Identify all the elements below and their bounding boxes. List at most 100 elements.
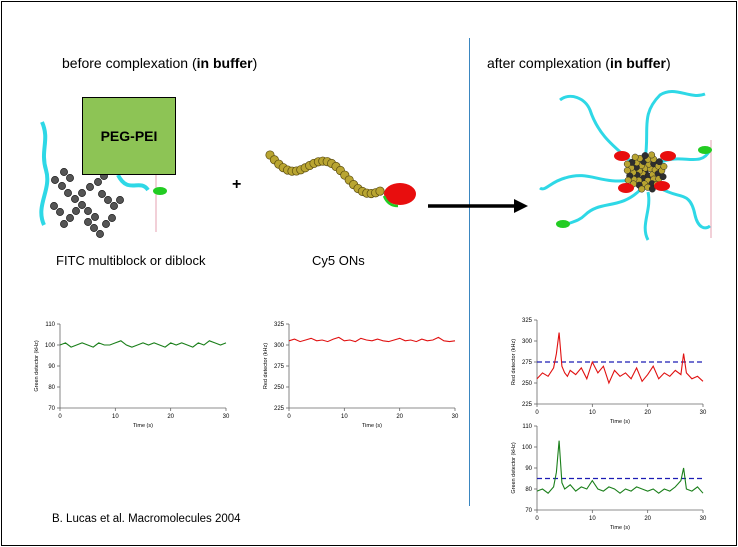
core-bead xyxy=(631,153,639,161)
pei-bead xyxy=(66,174,74,182)
x-axis-label: Time (s) xyxy=(610,419,630,425)
complex-cy5-3 xyxy=(618,183,634,193)
x-tick-label: 10 xyxy=(112,414,119,420)
core-bead xyxy=(660,163,668,170)
x-tick-label: 0 xyxy=(287,414,291,420)
pei-bead xyxy=(94,178,102,186)
y-tick-label: 325 xyxy=(274,322,285,328)
pei-bead xyxy=(78,201,86,209)
fitc-dye xyxy=(153,187,167,195)
x-tick-label: 20 xyxy=(167,414,174,420)
y-axis-label: Green detector (kHz) xyxy=(34,340,40,392)
divider-line xyxy=(469,38,470,506)
pei-bead xyxy=(66,214,74,222)
pei-bead xyxy=(108,214,116,222)
series-line xyxy=(59,340,227,348)
y-tick-label: 300 xyxy=(274,343,285,349)
y-tick-label: 225 xyxy=(522,402,533,408)
core-bead xyxy=(623,166,631,174)
y-tick-label: 250 xyxy=(522,381,533,387)
y-tick-label: 325 xyxy=(522,318,533,324)
y-tick-label: 70 xyxy=(48,406,55,412)
pei-bead xyxy=(64,189,72,197)
heading-before: before complexation (in buffer) xyxy=(62,55,257,71)
series-line xyxy=(536,332,704,385)
y-tick-label: 110 xyxy=(522,424,532,430)
y-tick-label: 90 xyxy=(525,466,532,472)
x-axis-label: Time (s) xyxy=(610,525,630,531)
heading-before-text: before complexation ( xyxy=(62,55,197,71)
complex-fitc-2 xyxy=(556,220,570,228)
x-tick-label: 30 xyxy=(223,414,230,420)
x-tick-label: 20 xyxy=(644,516,651,522)
x-tick-label: 20 xyxy=(644,410,651,416)
y-tick-label: 100 xyxy=(522,445,533,451)
complex-cy5-4 xyxy=(654,181,670,191)
pei-bead xyxy=(58,182,66,190)
y-tick-label: 275 xyxy=(274,364,285,370)
x-tick-label: 30 xyxy=(700,516,707,522)
arrow-head-icon xyxy=(514,199,528,213)
pei-bead xyxy=(98,190,106,198)
pei-bead xyxy=(104,196,112,204)
pei-bead xyxy=(102,220,110,228)
heading-after: after complexation (in buffer) xyxy=(487,55,671,71)
peg-chain-left xyxy=(39,121,50,226)
heading-after-text: after complexation ( xyxy=(487,55,610,71)
pei-bead xyxy=(90,224,98,232)
core-bead xyxy=(648,185,656,193)
core-bead xyxy=(623,160,631,168)
core-bead xyxy=(655,158,663,166)
pei-bead xyxy=(116,196,124,204)
x-tick-label: 0 xyxy=(535,410,539,416)
reference-text: B. Lucas et al. Macromolecules 2004 xyxy=(52,513,241,525)
cy5-dye xyxy=(384,183,416,205)
complex-core xyxy=(623,151,668,193)
x-tick-label: 30 xyxy=(700,410,707,416)
y-tick-label: 110 xyxy=(45,322,55,328)
plus-sign: + xyxy=(232,176,242,193)
x-tick-label: 30 xyxy=(452,414,459,420)
y-axis-label: Red detector (kHz) xyxy=(511,339,517,385)
peg-pei-box: PEG-PEI xyxy=(82,97,176,175)
y-axis-label: Green detector (kHz) xyxy=(511,442,517,494)
x-tick-label: 10 xyxy=(589,410,596,416)
pei-bead xyxy=(91,213,99,221)
complex-cy5-2 xyxy=(660,151,676,161)
y-tick-label: 225 xyxy=(274,406,285,412)
y-tick-label: 80 xyxy=(48,385,55,391)
heading-before-suffix: ) xyxy=(252,55,258,71)
y-tick-label: 300 xyxy=(522,339,533,345)
pei-bead xyxy=(60,220,68,228)
heading-before-bold: in buffer xyxy=(196,55,253,71)
peg-chain-right xyxy=(116,173,150,192)
y-tick-label: 250 xyxy=(274,385,285,391)
core-bead xyxy=(638,185,646,193)
oligo-chain xyxy=(265,150,385,199)
pei-branched xyxy=(50,166,124,238)
pei-bead xyxy=(50,202,58,210)
heading-after-bold: in buffer xyxy=(609,55,666,71)
pei-bead xyxy=(96,230,104,238)
x-tick-label: 0 xyxy=(58,414,62,420)
caption-cy5: Cy5 ONs xyxy=(312,253,365,268)
pei-bead xyxy=(51,176,59,184)
pei-bead xyxy=(78,189,86,197)
pei-bead xyxy=(60,168,68,176)
y-tick-label: 275 xyxy=(522,360,533,366)
y-tick-label: 80 xyxy=(525,487,532,493)
core-bead xyxy=(659,173,667,181)
x-tick-label: 10 xyxy=(589,516,596,522)
pei-bead xyxy=(71,195,79,203)
heading-after-suffix: ) xyxy=(665,55,671,71)
core-bead xyxy=(641,152,649,159)
pei-bead xyxy=(84,207,92,215)
pei-bead xyxy=(56,208,64,216)
series-line xyxy=(536,440,704,494)
